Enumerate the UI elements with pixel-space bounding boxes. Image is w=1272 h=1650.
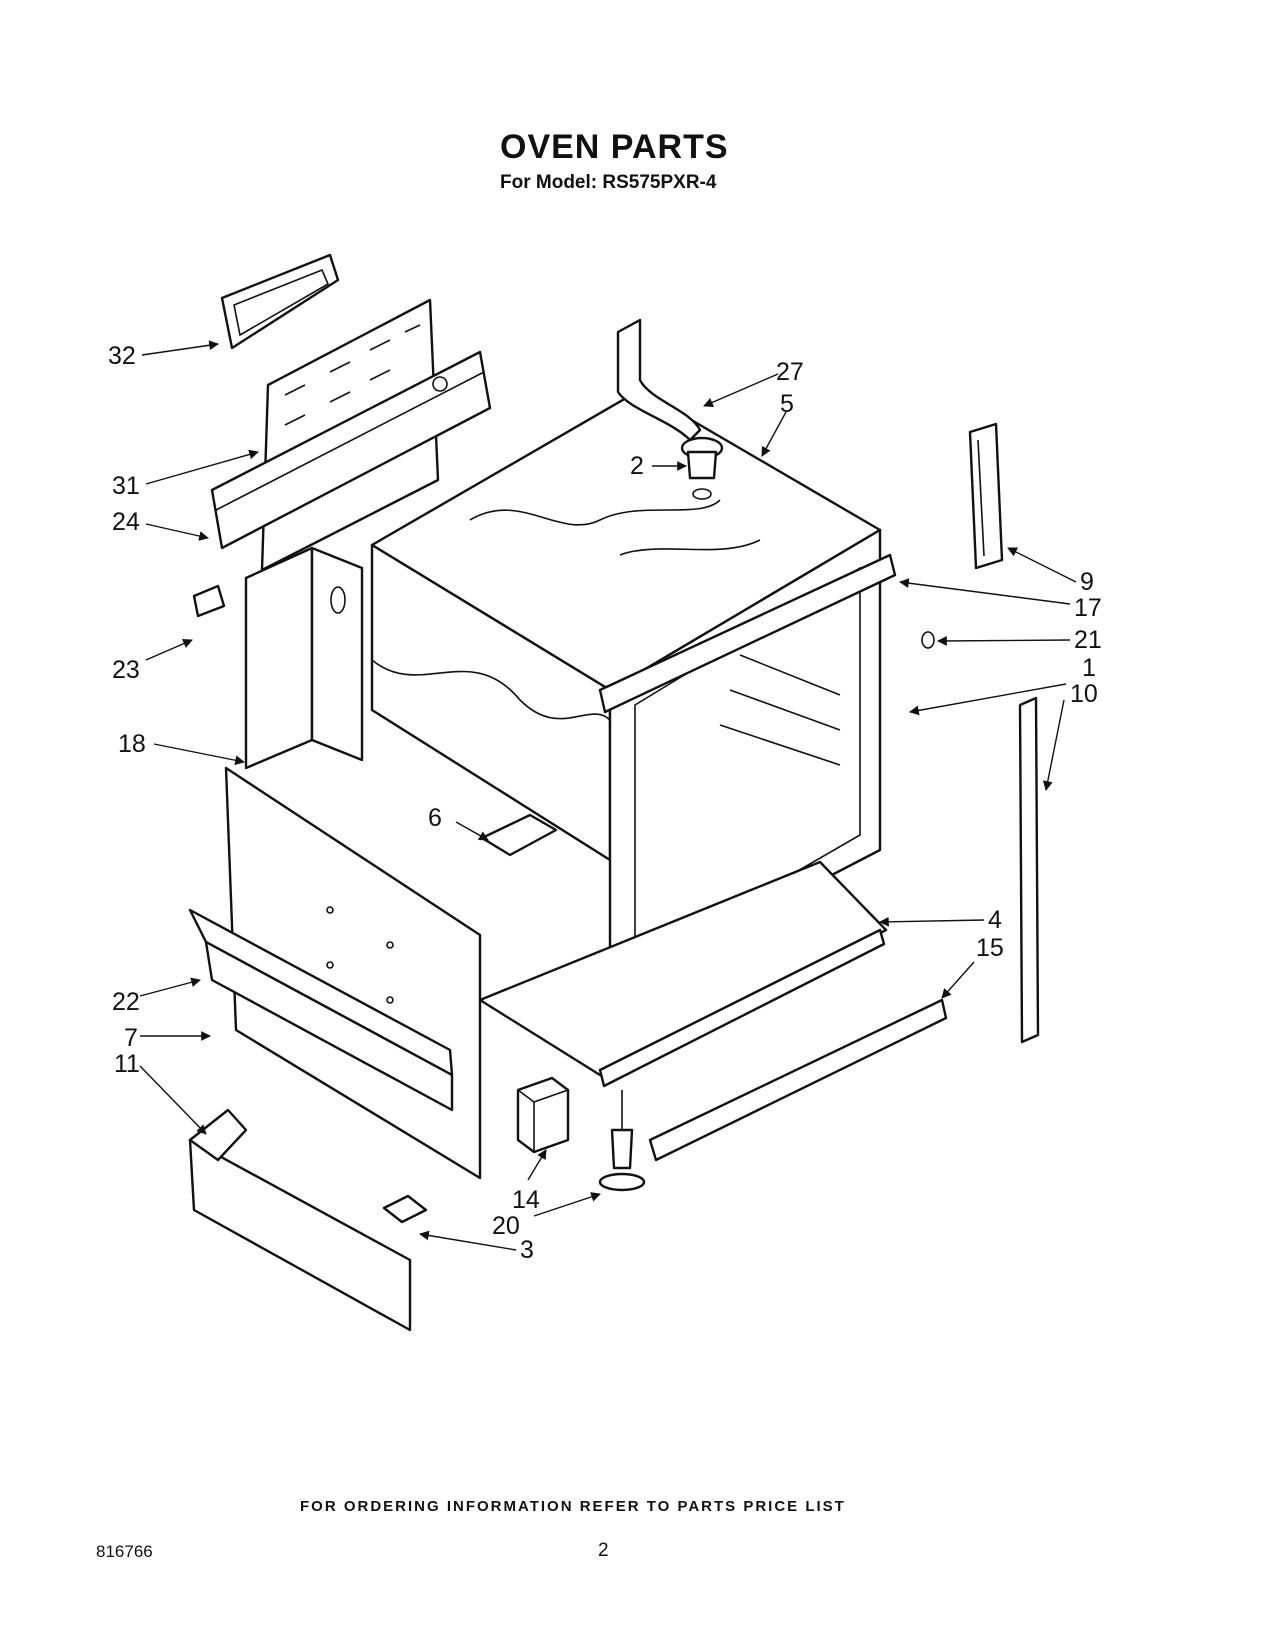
- part-14-junction-box: [516, 1076, 570, 1154]
- callout-24: 24: [112, 508, 140, 536]
- callout-31: 31: [112, 472, 140, 500]
- part-9-side-bracket: [968, 422, 1004, 570]
- part-32-vent-frame: [220, 253, 340, 350]
- bottom-tray: [478, 860, 888, 1077]
- ordering-note: FOR ORDERING INFORMATION REFER TO PARTS …: [300, 1498, 846, 1515]
- model-subtitle: For Model: RS575PXR-4: [500, 172, 717, 193]
- callout-22: 22: [112, 988, 140, 1016]
- part-6-bracket: [480, 813, 558, 857]
- part-15-rail: [648, 998, 948, 1162]
- callout-1: 1: [1082, 654, 1096, 682]
- callout-18: 18: [118, 730, 146, 758]
- callout-2: 2: [630, 452, 644, 480]
- part-23-switch: [192, 584, 226, 618]
- callout-23: 23: [112, 656, 140, 684]
- callout-15: 15: [976, 934, 1004, 962]
- callout-27: 27: [776, 358, 804, 386]
- callout-32: 32: [108, 342, 136, 370]
- callout-11: 11: [114, 1050, 140, 1078]
- document-number: 816766: [96, 1542, 153, 1561]
- part-10-trim-strip: [1018, 696, 1040, 1044]
- part-2-terminal-block: [680, 436, 724, 500]
- part-4-bottom-strip: [598, 928, 886, 1088]
- part-22-lower-bracket: [188, 908, 454, 1112]
- callout-3: 3: [520, 1236, 534, 1264]
- page-title: OVEN PARTS: [500, 128, 729, 166]
- part-21-clip: [921, 631, 935, 649]
- part-20-leveling-leg: [598, 1090, 646, 1192]
- callout-labels: 32 27 5 2 31 24 9 17 21 23 1 10 18 6 4 1…: [108, 342, 1102, 1264]
- page-number: 2: [598, 1540, 609, 1561]
- leader-lines: [139, 340, 1077, 1251]
- callout-17: 17: [1074, 594, 1102, 622]
- callout-10: 10: [1070, 680, 1098, 708]
- callout-6: 6: [428, 804, 442, 832]
- callout-7: 7: [124, 1024, 138, 1052]
- callout-21: 21: [1074, 626, 1102, 654]
- callout-14: 14: [512, 1186, 540, 1214]
- part-11-toe-kick: [188, 1108, 412, 1332]
- callout-9: 9: [1080, 568, 1094, 596]
- callout-5: 5: [780, 390, 794, 418]
- callout-4: 4: [988, 906, 1002, 934]
- part-3-clip: [382, 1194, 428, 1224]
- callout-20: 20: [492, 1212, 520, 1240]
- part-18-side-panel: [244, 546, 364, 770]
- part-24-top-bracket: [210, 350, 492, 550]
- part-17-front-strip: [598, 553, 897, 714]
- part-27-element-lead: [616, 318, 702, 442]
